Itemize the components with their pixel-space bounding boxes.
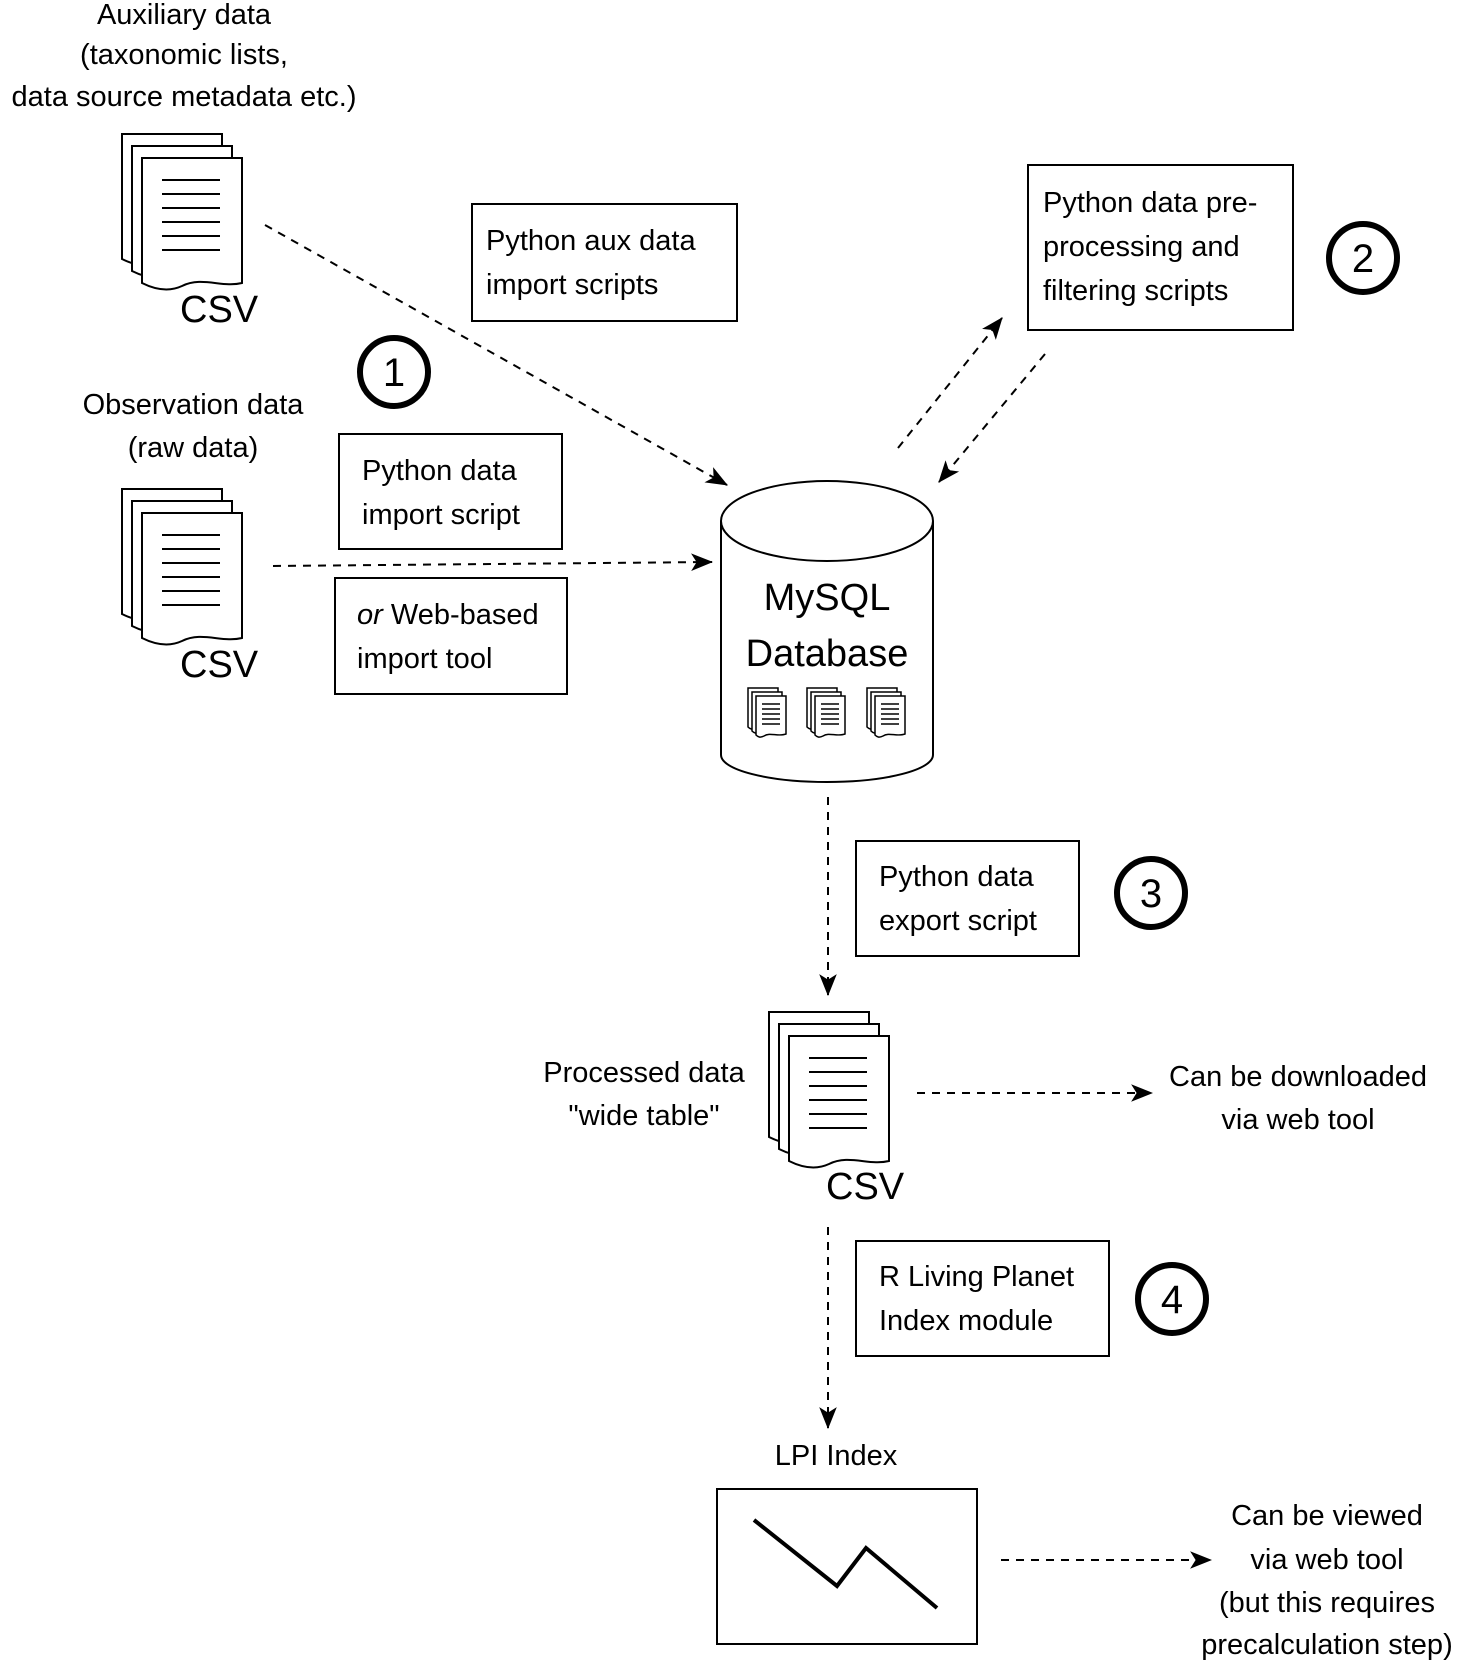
r-module-box-line1: R Living Planet: [879, 1261, 1074, 1293]
step-4-number: 4: [1161, 1278, 1183, 1322]
web-import-box-line1: or Web-based: [357, 599, 539, 631]
aux-to-db-arrow: [264, 224, 728, 486]
aux-csv-document-icon: [121, 133, 243, 291]
obs-data-label-line2: (raw data): [128, 432, 259, 464]
web-import-box-line2: import tool: [357, 643, 492, 675]
database-table-icon-1: [747, 687, 787, 738]
preprocess-to-db-arrow: [938, 353, 1046, 483]
processed-csv-document-icon: [768, 1011, 890, 1169]
db-to-preprocess-arrow: [897, 317, 1003, 449]
export-box-line2: export script: [879, 905, 1037, 937]
data-import-box-line1: Python data: [362, 455, 518, 487]
step-3-number: 3: [1140, 872, 1162, 916]
r-lpi-module-box: [855, 1240, 1110, 1357]
web-import-rest-text: Web-based: [383, 599, 539, 631]
preprocess-box-line2: processing and: [1043, 231, 1240, 263]
step-1-number: 1: [383, 351, 405, 395]
aux-import-box-line2: import scripts: [486, 269, 658, 301]
viewed-label-line3: (but this requires: [1219, 1587, 1435, 1619]
preprocess-box-line1: Python data pre-: [1043, 187, 1257, 219]
download-label-line1: Can be downloaded: [1169, 1061, 1427, 1093]
mysql-database-cylinder: [720, 480, 934, 783]
aux-data-label-line3: data source metadata etc.): [12, 81, 357, 113]
step-2-number: 2: [1352, 237, 1374, 281]
processed-label-line2: "wide table": [568, 1100, 719, 1132]
lpi-index-label: LPI Index: [775, 1440, 898, 1472]
lpi-trend-line-icon: [752, 1518, 939, 1610]
step-1-marker: [357, 335, 431, 409]
database-label-line2: Database: [746, 633, 909, 675]
step-4-marker: [1135, 1262, 1209, 1336]
aux-import-box-line1: Python aux data: [486, 225, 696, 257]
processed-label-line1: Processed data: [543, 1057, 745, 1089]
obs-to-db-arrow: [272, 553, 714, 571]
aux-import-scripts-box: [471, 203, 738, 322]
obs-csv-document-icon: [121, 488, 243, 646]
obs-csv-label: CSV: [180, 644, 259, 686]
aux-csv-label: CSV: [180, 289, 259, 331]
web-import-or-text: or: [357, 599, 384, 631]
viewed-label-line4: precalculation step): [1201, 1629, 1452, 1661]
step-2-marker: [1326, 221, 1400, 295]
database-table-icon-3: [866, 687, 906, 738]
database-label-line1: MySQL: [764, 577, 891, 619]
obs-data-label-line1: Observation data: [83, 389, 305, 421]
r-module-box-line2: Index module: [879, 1305, 1053, 1337]
aux-data-label-line1: Auxiliary data: [97, 0, 272, 31]
export-box-line1: Python data: [879, 861, 1035, 893]
preprocess-scripts-box: [1027, 164, 1294, 331]
download-label-line2: via web tool: [1221, 1104, 1374, 1136]
lpi-index-chart-box: [716, 1488, 978, 1645]
database-table-icon-2: [806, 687, 846, 738]
viewed-label-line2: via web tool: [1250, 1544, 1403, 1576]
web-import-tool-box: [334, 577, 568, 695]
aux-data-label-line2: (taxonomic lists,: [80, 39, 288, 71]
export-script-box: [855, 840, 1080, 957]
viewed-label-line1: Can be viewed: [1231, 1500, 1423, 1532]
data-import-script-box: [338, 433, 563, 550]
preprocess-box-line3: filtering scripts: [1043, 275, 1228, 307]
step-3-marker: [1114, 856, 1188, 930]
processed-csv-label: CSV: [826, 1166, 905, 1208]
data-import-box-line2: import script: [362, 499, 520, 531]
